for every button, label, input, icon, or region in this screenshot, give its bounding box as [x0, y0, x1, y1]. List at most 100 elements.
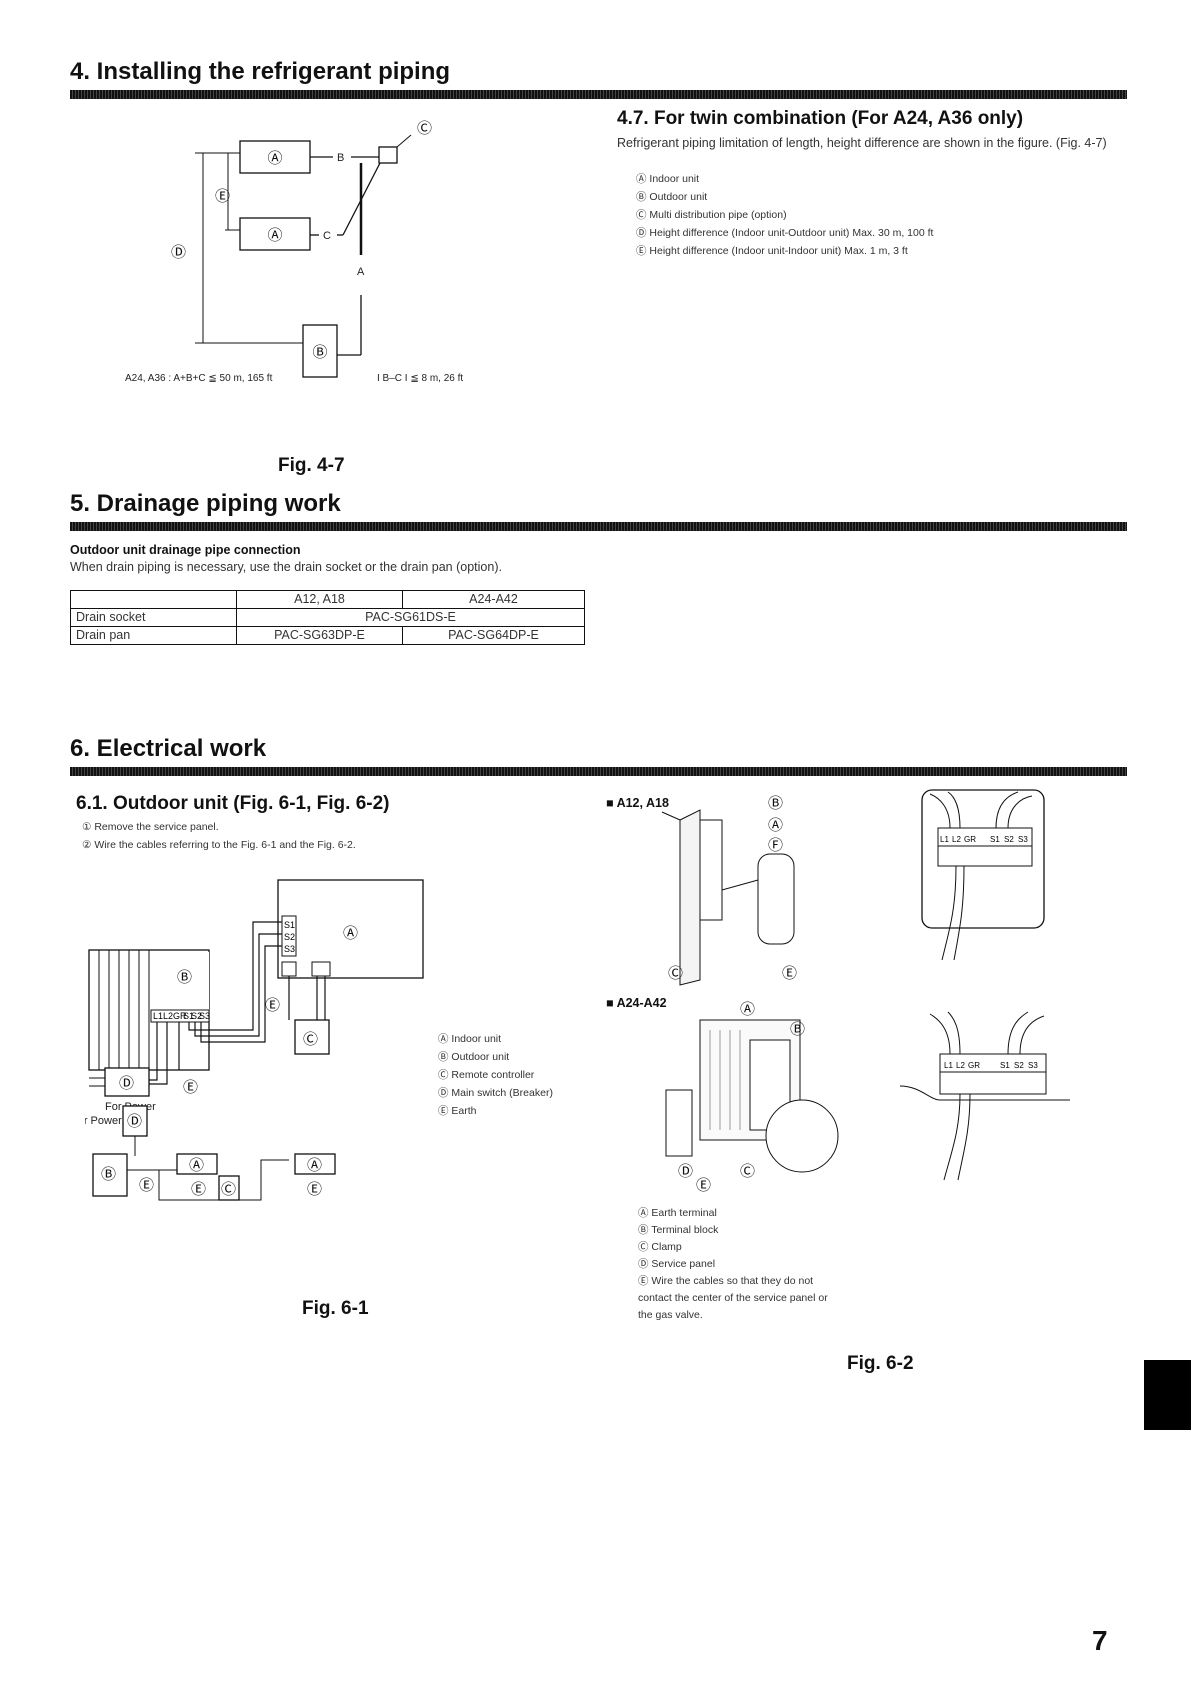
term-s3: S3: [284, 944, 295, 954]
drainage-table: A12, A18 A24-A42 Drain socket PAC-SG61DS…: [70, 590, 585, 645]
table-cell: Drain pan: [70, 626, 237, 645]
tb2-gr: GR: [968, 1061, 980, 1070]
legend-item: Ⓒ Clamp: [638, 1241, 682, 1253]
fig-6-2-legend: Ⓐ Earth terminal Ⓑ Terminal block Ⓒ Clam…: [638, 1205, 838, 1324]
lower-indoor-mark-1: Ⓐ: [189, 1157, 204, 1174]
section-6-title: 6. Electrical work: [70, 735, 267, 762]
fig-4-7-caption: Fig. 4-7: [278, 455, 345, 476]
tb-s2: S2: [1004, 835, 1014, 844]
indoor-unit-a-lower: Ⓐ: [267, 227, 282, 244]
fig-6-2-unit-a24: Ⓐ Ⓑ Ⓓ Ⓔ Ⓒ: [665, 1001, 839, 1194]
terminal-block-mark: Ⓑ: [768, 795, 783, 812]
legend-item: Ⓒ Multi distribution pipe (option): [636, 209, 787, 221]
fig-6-1-legend: Ⓐ Indoor unit Ⓑ Outdoor unit Ⓒ Remote co…: [438, 1030, 553, 1120]
legend-item: Ⓑ Terminal block: [638, 1224, 719, 1236]
model-a12-a18-heading: ■ A12, A18: [606, 796, 669, 810]
section-4-divider: [70, 90, 1127, 99]
section-4-7-legend: Ⓐ Indoor unit Ⓑ Outdoor unit Ⓒ Multi dis…: [636, 170, 1136, 260]
section-6-1-title: 6.1. Outdoor unit (Fig. 6-1, Fig. 6-2): [76, 793, 390, 814]
term-gr: GR: [173, 1011, 187, 1021]
table-header-row: A12, A18 A24-A42: [70, 590, 585, 609]
lower-earth-mark-2: Ⓔ: [191, 1181, 206, 1198]
fig-6-1-diagram: Ⓐ S1 S2 S3 Ⓑ L1 L2 GR S1 S2 S3 Ⓔ Ⓒ Ⓔ Ⓓ F…: [85, 879, 424, 1201]
earth-mark-indoor: Ⓔ: [265, 997, 280, 1014]
indoor-unit-a-upper: Ⓐ: [267, 150, 282, 167]
legend-item: Ⓑ Outdoor unit: [438, 1051, 510, 1063]
fig-4-7-diagram: Ⓐ Ⓐ Ⓒ B C A Ⓑ Ⓔ Ⓓ A24, A36 : A+B+C ≦ 50 …: [125, 120, 463, 384]
term-s2: S2: [284, 932, 295, 942]
table-row: Drain socket PAC-SG61DS-E: [70, 608, 585, 627]
fig-6-2-terminal-closeup-2: L1 L2 GR S1 S2 S3: [900, 1011, 1070, 1181]
section-5-divider: [70, 522, 1127, 531]
model-a24-a42-heading: ■ A24-A42: [606, 996, 667, 1010]
a24-terminal-block-mark: Ⓑ: [790, 1021, 805, 1038]
lower-earth-mark-3: Ⓔ: [307, 1181, 322, 1198]
main-switch-mark-1: Ⓓ: [119, 1075, 134, 1092]
pipe-c-label: C: [323, 230, 331, 242]
distribution-pipe-mark: Ⓒ: [417, 120, 432, 137]
formula-left: A24, A36 : A+B+C ≦ 50 m, 165 ft: [125, 373, 273, 384]
indoor-unit-mark: Ⓐ: [343, 925, 358, 942]
tb-s1: S1: [990, 835, 1000, 844]
a24-service-panel-mark: Ⓓ: [678, 1163, 693, 1180]
table-cell: PAC-SG64DP-E: [402, 626, 585, 645]
tb-gr: GR: [964, 835, 976, 844]
earth-mark-outdoor: Ⓔ: [183, 1079, 198, 1096]
legend-item: Ⓐ Indoor unit: [636, 173, 700, 185]
table-cell: Drain socket: [70, 608, 237, 627]
drainage-subheading: Outdoor unit drainage pipe connection: [70, 543, 301, 557]
legend-item: Ⓓ Height difference (Indoor unit-Outdoor…: [636, 227, 934, 239]
section-4-title: 4. Installing the refrigerant piping: [70, 58, 451, 85]
outdoor-unit-b: Ⓑ: [312, 344, 327, 361]
legend-item: Ⓔ Height difference (Indoor unit-Indoor …: [636, 245, 908, 257]
lower-earth-mark-1: Ⓔ: [139, 1177, 154, 1194]
section-6-divider: [70, 767, 1127, 776]
step-item: ② Wire the cables referring to the Fig. …: [82, 839, 356, 851]
section-6-1-steps: ① Remove the service panel. ② Wire the c…: [82, 818, 356, 854]
table-cell: PAC-SG61DS-E: [236, 608, 585, 627]
clamp-mark: Ⓒ: [668, 965, 683, 982]
table-header-cell: A12, A18: [236, 590, 403, 609]
earth-terminal-mark: Ⓐ: [768, 817, 783, 834]
term-s1: S1: [284, 920, 295, 930]
a24-earth-terminal-mark: Ⓐ: [740, 1001, 755, 1018]
legend-item: Ⓓ Main switch (Breaker): [438, 1087, 553, 1099]
pipe-a-label: A: [357, 266, 365, 278]
outdoor-unit-mark: Ⓑ: [177, 969, 192, 986]
term-out-s3: S3: [199, 1011, 210, 1021]
tb-l2: L2: [952, 835, 961, 844]
pipe-b-label: B: [337, 152, 344, 164]
fig-6-2-unit-a12: Ⓑ Ⓐ Ⓕ Ⓒ Ⓔ: [661, 795, 797, 986]
term-l2: L2: [163, 1011, 173, 1021]
a24-clamp-mark: Ⓒ: [740, 1163, 755, 1180]
table-header-cell: A24-A42: [402, 590, 585, 609]
table-header-cell: [70, 590, 237, 609]
section-5-title: 5. Drainage piping work: [70, 490, 341, 517]
a24-cable-note-mark: Ⓔ: [696, 1177, 711, 1194]
legend-item: Ⓓ Service panel: [638, 1258, 716, 1270]
page-edge-tab: [1144, 1360, 1191, 1430]
term-out-s1: S1: [183, 1011, 194, 1021]
table-row: Drain pan PAC-SG63DP-E PAC-SG64DP-E: [70, 626, 585, 645]
term-out-s2: S2: [191, 1011, 202, 1021]
tb2-l2: L2: [956, 1061, 965, 1070]
lower-remote-mark: Ⓒ: [221, 1181, 236, 1198]
tb2-s2: S2: [1014, 1061, 1024, 1070]
section-4-7-title: 4.7. For twin combination (For A24, A36 …: [617, 108, 1024, 129]
section-4-7-text: Refrigerant piping limitation of length,…: [617, 136, 1107, 150]
legend-item: Ⓒ Remote controller: [438, 1069, 535, 1081]
tb2-s1: S1: [1000, 1061, 1010, 1070]
page-number: 7: [1092, 1625, 1108, 1656]
cable-note-mark: Ⓔ: [782, 965, 797, 982]
fig-6-2-caption: Fig. 6-2: [847, 1353, 914, 1374]
tb2-s3: S3: [1028, 1061, 1038, 1070]
remote-controller-mark: Ⓒ: [303, 1031, 318, 1048]
drainage-text: When drain piping is necessary, use the …: [70, 560, 502, 574]
lower-indoor-mark-2: Ⓐ: [307, 1157, 322, 1174]
legend-item: Ⓔ Wire the cables so that they do not co…: [638, 1275, 828, 1321]
term-l1: L1: [153, 1011, 163, 1021]
table-cell: PAC-SG63DP-E: [236, 626, 403, 645]
tb2-l1: L1: [944, 1061, 953, 1070]
tb-s3: S3: [1018, 835, 1028, 844]
tb-l1: L1: [940, 835, 949, 844]
